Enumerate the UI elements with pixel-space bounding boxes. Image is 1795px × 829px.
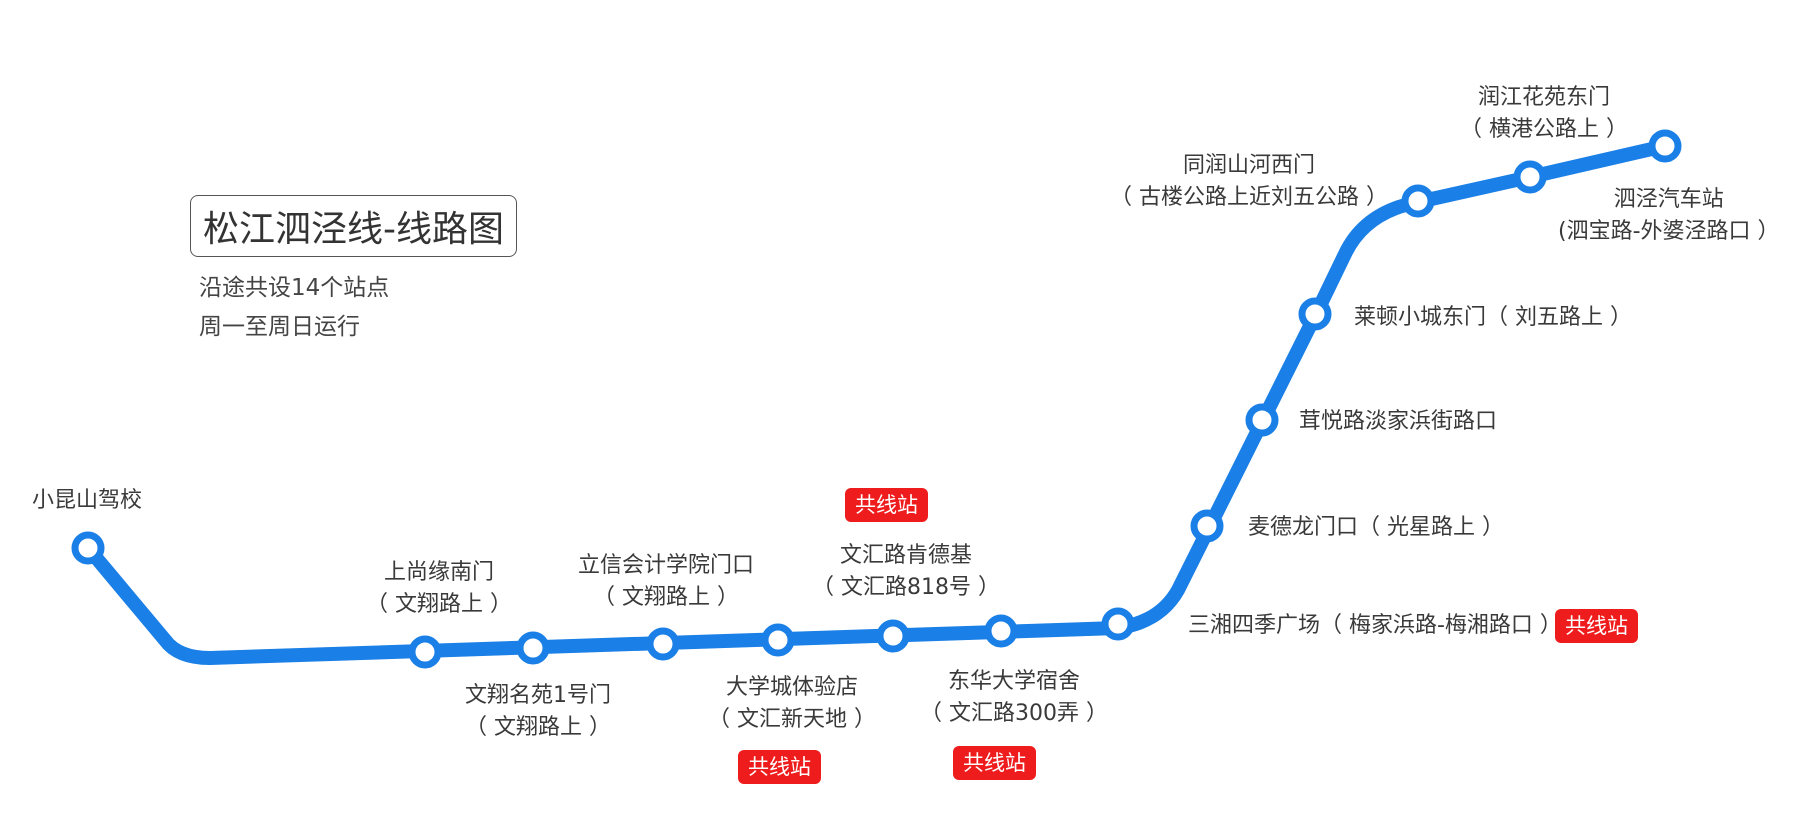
station-label-donghua: 东华大学宿舍（ 文汇路300弄 ） [920, 669, 1108, 726]
station-label-laidun: 莱顿小城东门（ 刘五路上 ） [1354, 305, 1632, 330]
station-label-lixin: 立信会计学院门口（ 文翔路上 ） [578, 553, 755, 610]
route-line [81, 139, 1672, 665]
station-marker-5[interactable] [761, 623, 795, 657]
station-marker-14[interactable] [1648, 129, 1682, 163]
station-label-tongrun: 同润山河西门（ 古楼公路上近刘五公路 ） [1110, 153, 1388, 210]
station-marker-7[interactable] [984, 614, 1018, 648]
station-marker-2[interactable] [408, 635, 442, 669]
station-marker-12[interactable] [1401, 184, 1435, 218]
station-label-wenxiangmingyuan: 文翔名苑1号门（ 文翔路上 ） [465, 683, 611, 740]
station-label-metro: 麦德龙门口（ 光星路上 ） [1248, 515, 1504, 540]
station-label-runjiang: 润江花苑东门（ 横港公路上 ） [1460, 85, 1628, 142]
station-count-text: 沿途共设14个站点 [199, 275, 390, 301]
station-label-shangshangyuan: 上尚缘南门（ 文翔路上 ） [366, 560, 512, 617]
station-label-sijing-bus-station: 泗泾汽车站(泗宝路-外婆泾路口 ） [1558, 187, 1780, 244]
shared-station-badge-sanxiang: 共线站 [1555, 609, 1638, 643]
station-label-kfc: 文汇路肯德基（ 文汇路818号 ） [812, 543, 1000, 600]
station-label-daxuecheng: 大学城体验店（ 文汇新天地 ） [708, 675, 876, 732]
station-marker-1[interactable] [71, 531, 105, 565]
station-marker-3[interactable] [516, 631, 550, 665]
station-marker-11[interactable] [1298, 297, 1332, 331]
shared-station-badge-donghua: 共线站 [953, 746, 1036, 780]
schedule-text: 周一至周日运行 [199, 314, 360, 340]
station-marker-6[interactable] [876, 619, 910, 653]
station-label-xiaokunshan: 小昆山驾校 [32, 488, 143, 513]
shared-station-badge-daxuecheng: 共线站 [738, 750, 821, 784]
station-marker-9[interactable] [1190, 509, 1224, 543]
station-label-sanxiang: 三湘四季广场（ 梅家浜路-梅湘路口 ） [1188, 613, 1562, 638]
station-marker-13[interactable] [1513, 160, 1547, 194]
station-marker-4[interactable] [646, 627, 680, 661]
map-title: 松江泗泾线-线路图 [190, 195, 517, 257]
station-marker-10[interactable] [1245, 403, 1279, 437]
station-label-rongyue: 茸悦路淡家浜街路口 [1299, 409, 1498, 434]
station-marker-8[interactable] [1101, 607, 1135, 641]
shared-station-badge-kfc: 共线站 [845, 488, 928, 522]
